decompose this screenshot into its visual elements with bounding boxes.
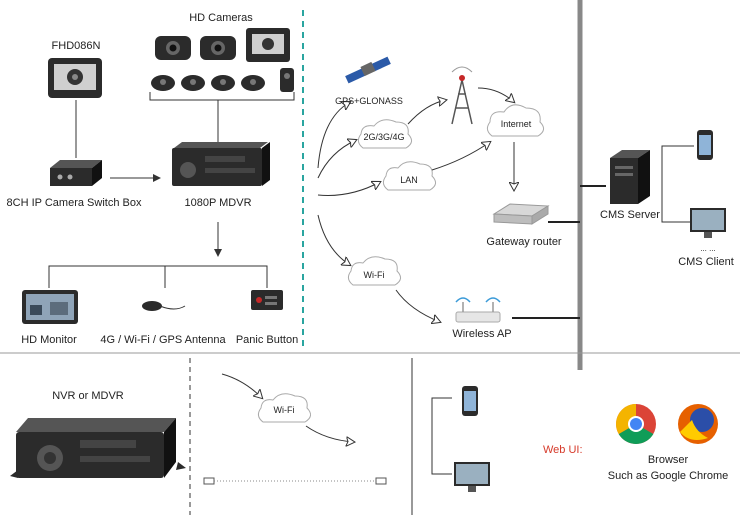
monitor-icon xyxy=(690,208,726,238)
tower-to-internet-arrow xyxy=(477,87,514,102)
arrow-to-wifi xyxy=(317,214,350,265)
camera-icon xyxy=(241,75,265,91)
panic-button-label: Panic Button xyxy=(235,334,299,346)
camera-icon xyxy=(211,75,235,91)
nvr-label: NVR or MDVR xyxy=(52,390,124,402)
nvr-mdvr-icon xyxy=(10,418,186,478)
antenna-label: 4G / Wi-Fi / GPS Antenna xyxy=(100,334,226,346)
server-to-clients-bracket xyxy=(661,145,694,223)
cms-server-label: CMS Server xyxy=(600,209,660,221)
wifi-to-ap-arrow xyxy=(395,289,440,322)
wifi-top-label: Wi-Fi xyxy=(363,270,385,280)
chrome-icon xyxy=(616,404,656,444)
camera-icon xyxy=(280,68,294,92)
firefox-icon xyxy=(678,404,718,444)
hd-cameras-group xyxy=(149,28,295,101)
camera-icon xyxy=(200,36,236,60)
monitor-icon xyxy=(454,462,490,492)
mdvr-1080p-icon xyxy=(172,142,270,186)
internet-label: Internet xyxy=(500,119,532,129)
ethernet-cable xyxy=(203,477,387,485)
server-icon xyxy=(610,150,650,204)
wireless-ap-icon xyxy=(455,297,501,323)
arrow-to-lan xyxy=(317,182,380,196)
web-ui-label: Web UI: xyxy=(543,444,583,456)
cloud-icon xyxy=(486,104,544,137)
router-icon xyxy=(492,203,550,225)
wireless-ap-label: Wireless AP xyxy=(452,328,512,340)
cell-label: 2G/3G/4G xyxy=(363,132,405,142)
switch-box-label: 8CH IP Camera Switch Box xyxy=(6,197,142,209)
antenna-icon xyxy=(142,301,186,311)
tower-icon xyxy=(451,66,473,125)
cloud-icon xyxy=(347,256,401,286)
hd-monitor-label: HD Monitor xyxy=(21,334,77,346)
cloud-icon xyxy=(257,393,311,423)
cloud-icon xyxy=(357,119,412,149)
peripherals-bracket xyxy=(48,265,268,288)
camera-icon xyxy=(151,75,175,91)
lan-to-internet-arrow xyxy=(431,142,490,171)
client-dots-label: ... ... xyxy=(700,244,716,253)
bottom-wifi-arrows xyxy=(221,373,354,442)
cloud-icon xyxy=(382,161,436,191)
wifi-bottom-label: Wi-Fi xyxy=(273,405,295,415)
satellite-icon xyxy=(345,56,391,84)
switch-box-icon xyxy=(50,160,102,186)
nvr-to-wifi-arrow xyxy=(221,373,262,398)
camera-icon xyxy=(155,36,191,60)
cell-to-tower-arrow xyxy=(407,100,446,125)
browser-label: Browser xyxy=(647,454,689,466)
phone-icon xyxy=(697,130,713,160)
gps-label: GPS+GLONASS xyxy=(335,96,403,106)
fhd086n-label: FHD086N xyxy=(51,40,101,52)
fhd086n-camera-icon xyxy=(48,58,102,98)
panic-button-icon xyxy=(251,290,283,310)
arrow-to-cell xyxy=(317,140,356,179)
camera-icon xyxy=(181,75,205,91)
camera-icon xyxy=(246,28,290,62)
mdvr-1080p-label: 1080P MDVR xyxy=(184,197,252,209)
hd-cameras-label: HD Cameras xyxy=(189,12,253,24)
lan-label: LAN xyxy=(400,175,418,185)
wifi-to-web-arrow xyxy=(305,425,354,442)
local-clients-bracket xyxy=(431,397,452,475)
phone-icon xyxy=(462,386,478,416)
cms-client-label: CMS Client xyxy=(678,256,734,268)
cameras-bracket xyxy=(149,92,295,101)
browser-sub-label: Such as Google Chrome xyxy=(607,470,729,482)
hd-monitor-icon xyxy=(22,290,78,324)
network-arrows xyxy=(317,87,514,322)
gateway-label: Gateway router xyxy=(486,236,562,248)
arrow-to-gps xyxy=(317,102,350,169)
